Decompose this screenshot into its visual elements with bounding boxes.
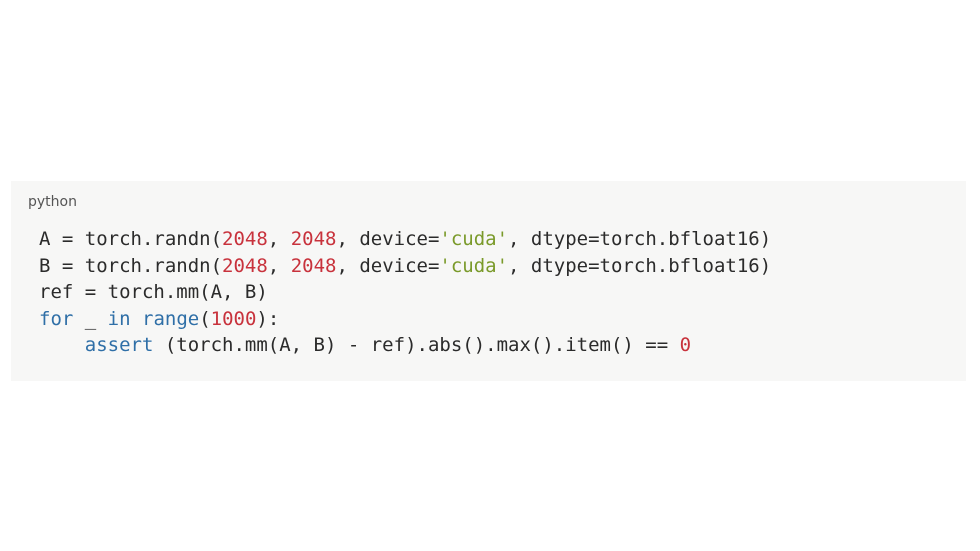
code-token: ref = torch.mm(A, B) — [39, 281, 268, 303]
code-token: ): — [256, 307, 280, 330]
code-token: in — [107, 307, 131, 330]
code-token: ( — [199, 307, 211, 330]
code-line-1: A = torch.randn(2048, 2048, device='cuda… — [39, 226, 771, 253]
code-token: 1000 — [210, 307, 257, 330]
code-token: 2048 — [290, 228, 337, 250]
code-token: (torch.mm(A, B) - ref).abs().max().item(… — [153, 334, 680, 356]
code-token: 'cuda' — [439, 254, 509, 277]
code-token: , device= — [336, 228, 440, 250]
code-block: python A = torch.randn(2048, 2048, devic… — [11, 181, 966, 381]
language-label: python — [28, 194, 77, 210]
code-token: 2048 — [222, 228, 268, 250]
code-token: 0 — [679, 334, 692, 356]
code-token: , dtype=torch.bfloat16) — [508, 254, 772, 277]
code-token: 2048 — [222, 254, 268, 277]
code-token — [131, 308, 142, 330]
code-line-2: B = torch.randn(2048, 2048, device='cuda… — [39, 253, 771, 280]
code-token: , dtype=torch.bfloat16) — [508, 228, 772, 250]
code-token: , device= — [336, 254, 440, 277]
code-token — [39, 334, 85, 356]
code-token: assert — [84, 334, 154, 356]
code-token: , — [267, 228, 291, 250]
code-token: for — [39, 307, 74, 330]
code-token: B = torch.randn( — [39, 254, 223, 277]
code-line-3: ref = torch.mm(A, B) — [39, 279, 771, 306]
code-token: 'cuda' — [439, 228, 509, 250]
code-line-4: for _ in range(1000): — [39, 306, 771, 333]
code-content: A = torch.randn(2048, 2048, device='cuda… — [39, 226, 771, 359]
code-token: _ — [73, 307, 108, 330]
code-token: A = torch.randn( — [39, 228, 223, 250]
code-token: range — [142, 307, 200, 330]
code-token: , — [267, 254, 291, 277]
code-token: 2048 — [290, 254, 337, 277]
code-line-5: assert (torch.mm(A, B) - ref).abs().max(… — [39, 332, 771, 359]
